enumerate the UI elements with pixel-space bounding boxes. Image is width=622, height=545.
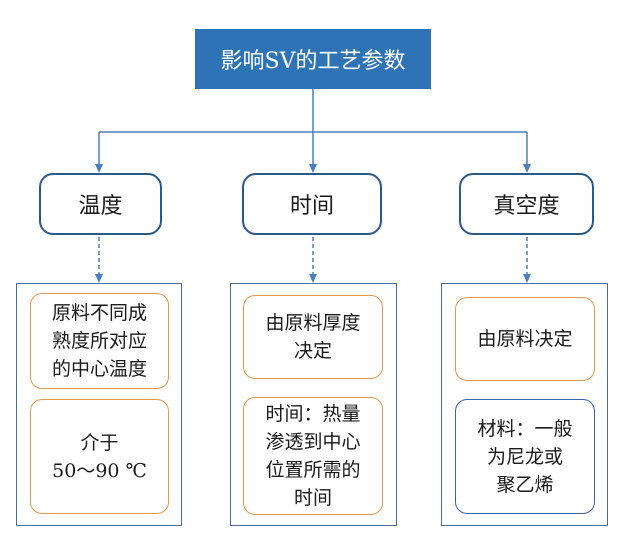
category-label: 真空度 xyxy=(493,194,560,219)
category-label: 时间 xyxy=(289,194,334,219)
detail-zhenkongdu-1: 由原料决定 xyxy=(455,297,595,381)
detail-zhenkongdu-2: 材料：一般 为尼龙或 聚乙烯 xyxy=(455,399,595,514)
title-text: 影响SV的工艺参数 xyxy=(220,49,406,74)
category-shijian: 时间 xyxy=(242,173,382,235)
detail-line: 的中心温度 xyxy=(51,358,147,380)
detail-shijian-1: 由原料厚度 决定 xyxy=(243,295,383,379)
detail-line: 介于 xyxy=(80,431,119,454)
detail-line: 50～90 ℃ xyxy=(52,459,147,482)
detail-line: 渗透到中心 xyxy=(265,431,361,453)
detail-line: 熟度所对应 xyxy=(51,330,147,352)
detail-wendu-1: 原料不同成 熟度所对应 的中心温度 xyxy=(30,293,169,389)
frame-zhenkongdu xyxy=(441,283,608,526)
detail-line: 时间 xyxy=(293,487,332,509)
detail-shijian-2: 时间：热量 渗透到中心 位置所需的 时间 xyxy=(243,397,383,515)
detail-line: 为尼龙或 xyxy=(486,445,563,468)
category-label: 温度 xyxy=(78,194,123,219)
detail-line: 时间：热量 xyxy=(265,403,361,425)
title-box: 影响SV的工艺参数 xyxy=(195,29,431,89)
category-zhenkongdu: 真空度 xyxy=(459,173,594,235)
detail-line: 聚乙烯 xyxy=(496,473,554,496)
detail-line: 位置所需的 xyxy=(265,459,361,481)
detail-line: 由原料决定 xyxy=(477,328,573,350)
detail-wendu-2: 介于 50～90 ℃ xyxy=(30,399,169,514)
detail-line: 决定 xyxy=(293,340,332,362)
category-wendu: 温度 xyxy=(39,173,162,235)
frame-shijian xyxy=(230,283,397,526)
detail-line: 材料：一般 xyxy=(477,417,573,440)
detail-line: 由原料厚度 xyxy=(265,312,361,334)
detail-line: 原料不同成 xyxy=(51,302,147,324)
frame-wendu xyxy=(16,283,182,526)
